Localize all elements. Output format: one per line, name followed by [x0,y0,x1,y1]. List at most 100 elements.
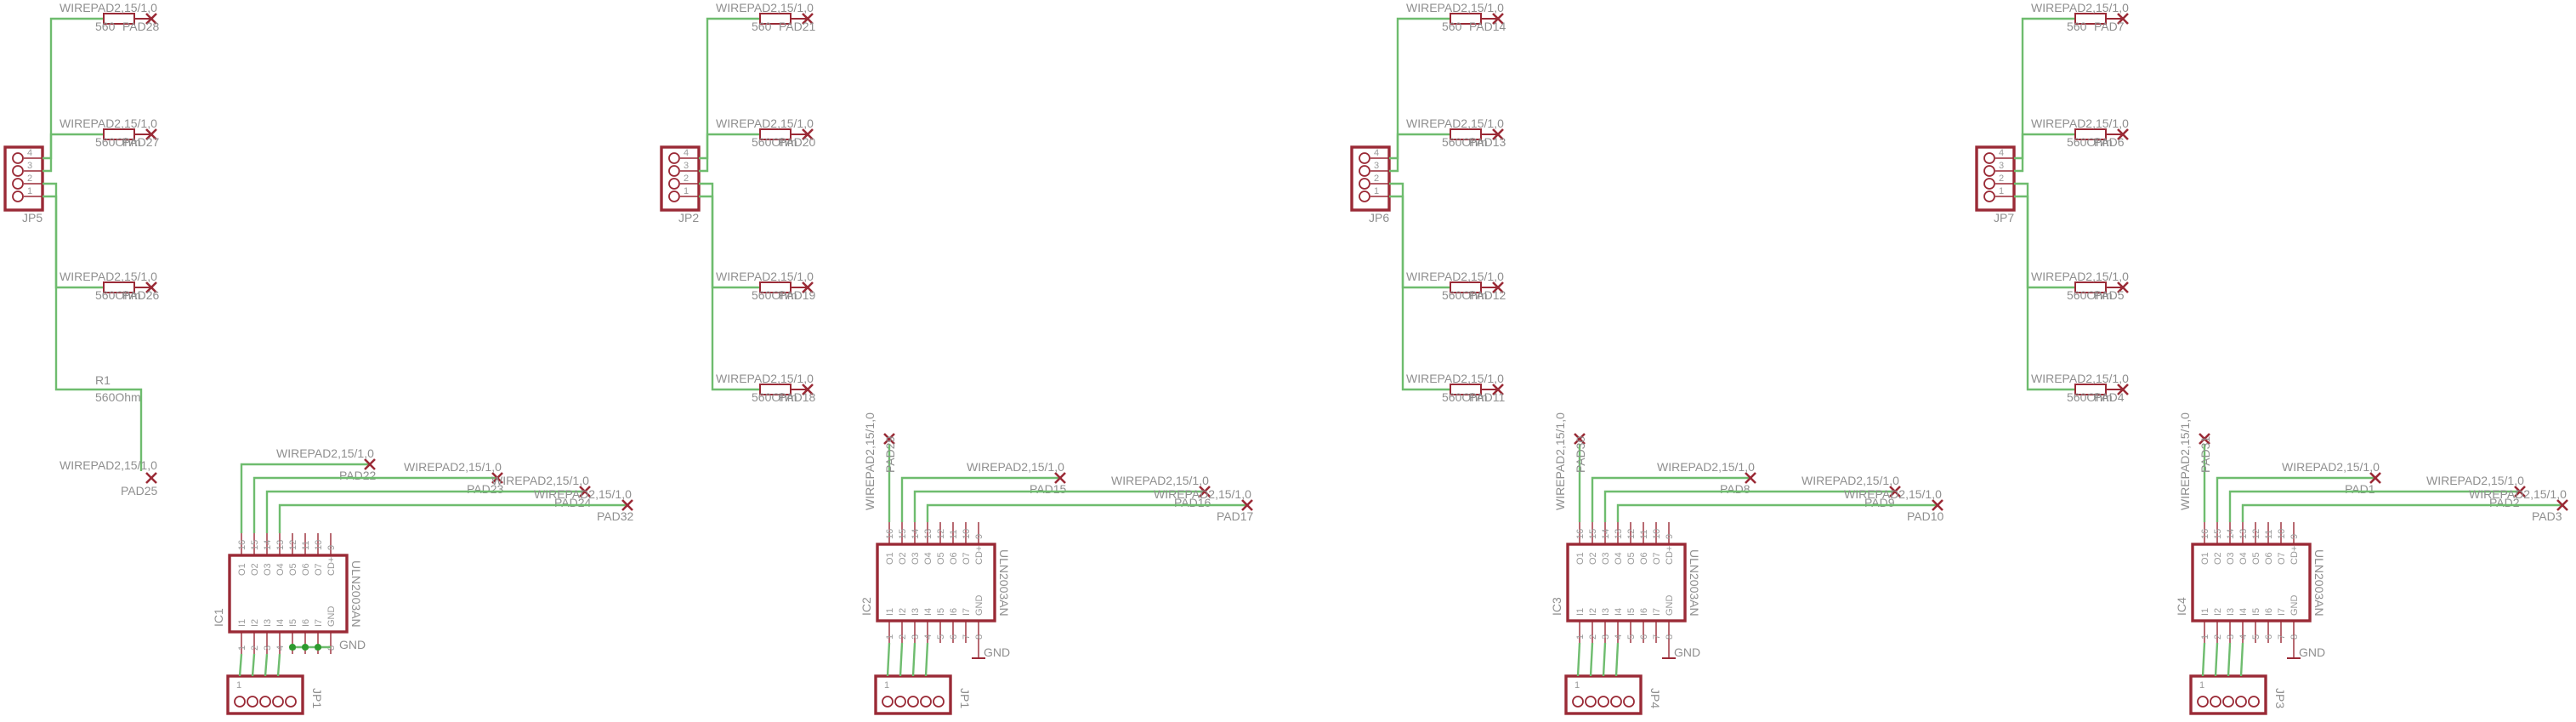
header-pin[interactable] [2197,696,2209,708]
connector-pin[interactable] [1983,152,1995,164]
connector-pin[interactable] [668,152,680,164]
wire-pad-cross[interactable] [2117,128,2129,140]
wire-pad-cross[interactable] [1492,281,1504,293]
header-pin[interactable] [1623,696,1635,708]
wire-pad-cross[interactable] [621,499,633,511]
header-pin[interactable] [1597,696,1609,708]
ic-body[interactable] [876,543,996,623]
connector-body[interactable] [3,145,44,212]
wire-pad-cross[interactable] [145,128,157,140]
header-pin[interactable] [2248,696,2260,708]
wire-pad-cross[interactable] [883,433,895,445]
header-pin[interactable] [234,696,246,708]
wire-pad-cross[interactable] [2117,281,2129,293]
wire-pad-cross[interactable] [1492,13,1504,25]
connector-pin[interactable] [668,178,680,190]
connector-pin[interactable] [1359,165,1370,177]
wire-pad-cross[interactable] [145,13,157,25]
wire-pad-cross[interactable] [2199,433,2210,445]
connector-body[interactable] [1350,145,1391,212]
wire-pad-cross[interactable] [1054,472,1066,484]
wire-pad-cross[interactable] [1574,433,1586,445]
connector-pin[interactable] [1359,152,1370,164]
wire-pad-cross[interactable] [2369,472,2381,484]
connector-pin[interactable] [1359,190,1370,202]
wire-pad-cross[interactable] [2117,384,2129,395]
connector-pin[interactable] [12,152,24,164]
wire-pad-cross[interactable] [802,13,814,25]
header-pin[interactable] [272,696,284,708]
wire-pad-cross[interactable] [802,281,814,293]
wire-pad-cross[interactable] [1745,472,1756,484]
wire-pad-cross[interactable] [2556,499,2568,511]
wire-pad-cross[interactable] [1492,384,1504,395]
header-pin[interactable] [1572,696,1584,708]
wire-pad-cross[interactable] [2514,486,2526,497]
wire-pad-cross[interactable] [802,128,814,140]
ic-body[interactable] [1566,543,1687,623]
header-pin[interactable] [2222,696,2234,708]
header-pin[interactable] [1585,696,1597,708]
header-pin[interactable] [907,696,919,708]
connector-pin[interactable] [12,190,24,202]
connector-pin[interactable] [1983,165,1995,177]
wire-pad-cross[interactable] [145,472,157,484]
wire-pad-cross[interactable] [802,384,814,395]
header-pin[interactable] [1610,696,1622,708]
header-pin[interactable] [920,696,932,708]
header-pin[interactable] [285,696,297,708]
wire-pad-cross[interactable] [1492,128,1504,140]
connector-pin[interactable] [1983,178,1995,190]
connector-pin[interactable] [668,190,680,202]
connector-pin[interactable] [12,165,24,177]
wire-pad-cross[interactable] [1241,499,1253,511]
connector-pin[interactable] [12,178,24,190]
wire-pad-cross[interactable] [1932,499,1943,511]
header-pin[interactable] [894,696,906,708]
header-pin[interactable] [882,696,894,708]
wire-pad-cross[interactable] [145,281,157,293]
wire-pad-cross[interactable] [579,486,591,497]
connector-pin[interactable] [1983,190,1995,202]
connector-pin[interactable] [1359,178,1370,190]
wire-pad-cross[interactable] [491,472,503,484]
header-pin[interactable] [2235,696,2247,708]
wire-pad-cross[interactable] [1889,486,1901,497]
ic-body[interactable] [228,554,349,634]
header-pin[interactable] [259,696,271,708]
wire-pad-cross[interactable] [1199,486,1211,497]
connector-body[interactable] [1975,145,2016,212]
wire-pad-cross[interactable] [2117,13,2129,25]
header-pin[interactable] [933,696,945,708]
header-pin[interactable] [247,696,258,708]
ic-body[interactable] [2191,543,2312,623]
